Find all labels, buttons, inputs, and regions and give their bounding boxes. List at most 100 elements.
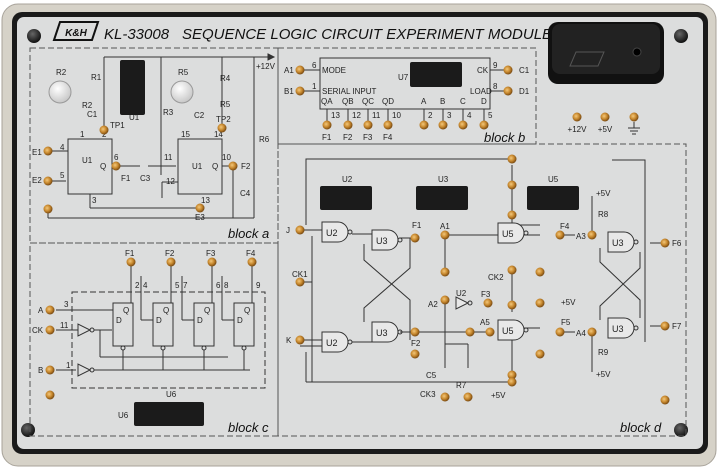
svg-text:4: 4 (60, 143, 65, 152)
terminal-d-f2b[interactable] (410, 349, 420, 359)
terminal-c-f3[interactable] (207, 257, 217, 267)
power-terminal-5v[interactable] (600, 112, 610, 122)
terminal-c-ck[interactable] (45, 325, 55, 335)
terminal-d-f6[interactable] (660, 238, 670, 248)
output-name: QD (382, 97, 394, 106)
pin-number: 2 (135, 281, 140, 290)
potentiometer-r2[interactable] (48, 80, 72, 104)
terminal-d-bot[interactable] (507, 377, 517, 387)
terminal-d-n1[interactable] (507, 180, 517, 190)
terminal-b-f4[interactable] (383, 120, 393, 130)
pin-number: 12 (352, 111, 361, 120)
screw-icon (674, 29, 688, 43)
terminal-d-f1[interactable] (410, 233, 420, 243)
terminal-d-r7[interactable] (463, 392, 473, 402)
terminal-c-a[interactable] (45, 305, 55, 315)
terminal-d-top[interactable] (507, 154, 517, 164)
terminal-d-ck1[interactable] (295, 277, 305, 287)
svg-text:F1: F1 (121, 174, 131, 183)
terminal-d-a5[interactable] (485, 327, 495, 337)
terminal-a-e2[interactable] (43, 176, 53, 186)
svg-text:R7: R7 (456, 381, 467, 390)
ic-u2 (320, 186, 372, 210)
terminal-c-f4[interactable] (247, 257, 257, 267)
terminal-d-f3[interactable] (483, 298, 493, 308)
terminal-b-b1[interactable] (295, 86, 305, 96)
svg-text:R9: R9 (598, 348, 609, 357)
terminal-b-a[interactable] (419, 120, 429, 130)
svg-text:C3: C3 (140, 174, 151, 183)
terminal-d-a2[interactable] (440, 295, 450, 305)
terminal-d-f7[interactable] (660, 321, 670, 331)
terminal-d-ck2[interactable] (507, 265, 517, 275)
terminal-a-tp1[interactable] (99, 125, 109, 135)
terminal-c-f1[interactable] (126, 257, 136, 267)
terminal-d-f5[interactable] (555, 327, 565, 337)
pin-number: 4 (143, 281, 148, 290)
svg-text:6: 6 (312, 61, 317, 70)
terminal-b-f1[interactable] (322, 120, 332, 130)
nand-gate: U2 (321, 331, 353, 353)
svg-text:CK3: CK3 (420, 390, 436, 399)
power-connector[interactable] (548, 22, 664, 84)
terminal-b-d1[interactable] (503, 86, 513, 96)
terminal-d-a3[interactable] (587, 230, 597, 240)
power-terminal-12v[interactable] (572, 112, 582, 122)
terminal-b-f3[interactable] (363, 120, 373, 130)
terminal-d-n5[interactable] (440, 267, 450, 277)
terminal-d-k[interactable] (295, 335, 305, 345)
terminal-d-n3[interactable] (535, 267, 545, 277)
terminal-a-f1[interactable] (111, 161, 121, 171)
potentiometer-r5[interactable] (170, 80, 194, 104)
terminal-b-b[interactable] (438, 120, 448, 130)
svg-text:K: K (286, 336, 292, 345)
svg-text:+5V: +5V (491, 391, 506, 400)
terminal-b-a1[interactable] (295, 65, 305, 75)
block-c-label: block c (228, 420, 269, 435)
terminal-d-n7[interactable] (535, 349, 545, 359)
terminal-a-e3[interactable] (195, 203, 205, 213)
pin-number: 13 (331, 111, 340, 120)
terminal-b-f2[interactable] (343, 120, 353, 130)
terminal-d-ck3[interactable] (440, 392, 450, 402)
svg-text:C5: C5 (426, 371, 437, 380)
terminal-d-n9[interactable] (507, 300, 517, 310)
svg-text:1: 1 (66, 361, 71, 370)
terminal-d-gnd[interactable] (660, 395, 670, 405)
svg-text:R5: R5 (178, 68, 189, 77)
terminal-b-c1[interactable] (503, 65, 513, 75)
svg-text:U6: U6 (166, 390, 177, 399)
terminal-d-a1[interactable] (440, 230, 450, 240)
gate-label: U3 (376, 328, 388, 338)
terminal-a-gnd[interactable] (43, 204, 53, 214)
terminal-a-tp2[interactable] (217, 123, 227, 133)
gate-label: U3 (612, 324, 624, 334)
terminal-b-c[interactable] (458, 120, 468, 130)
svg-text:13: 13 (201, 196, 210, 205)
terminal-d-f4[interactable] (555, 230, 565, 240)
terminal-d-n8[interactable] (465, 327, 475, 337)
terminal-a-e1[interactable] (43, 146, 53, 156)
svg-text:+12V: +12V (256, 62, 276, 71)
pin-number: 5 (175, 281, 180, 290)
terminal-a-f2[interactable] (228, 161, 238, 171)
nand-gate: U3 (371, 229, 403, 251)
terminal-c-b[interactable] (45, 365, 55, 375)
terminal-d-n6[interactable] (507, 370, 517, 380)
terminal-d-a4[interactable] (587, 327, 597, 337)
terminal-c-f2[interactable] (166, 257, 176, 267)
power-terminal-gnd[interactable] (629, 112, 639, 122)
svg-text:C1: C1 (519, 66, 530, 75)
terminal-c-gnd[interactable] (45, 390, 55, 400)
svg-text:1: 1 (80, 130, 85, 139)
terminal-d-n2[interactable] (507, 210, 517, 220)
nand-gate: U3 (607, 231, 639, 253)
svg-text:U7: U7 (398, 73, 409, 82)
power-label: +5V (598, 125, 613, 134)
terminal-b-d[interactable] (479, 120, 489, 130)
terminal-d-n4[interactable] (535, 298, 545, 308)
terminal-d-j[interactable] (295, 225, 305, 235)
terminal-d-f2[interactable] (410, 327, 420, 337)
nand-gate: U5 (497, 319, 529, 341)
